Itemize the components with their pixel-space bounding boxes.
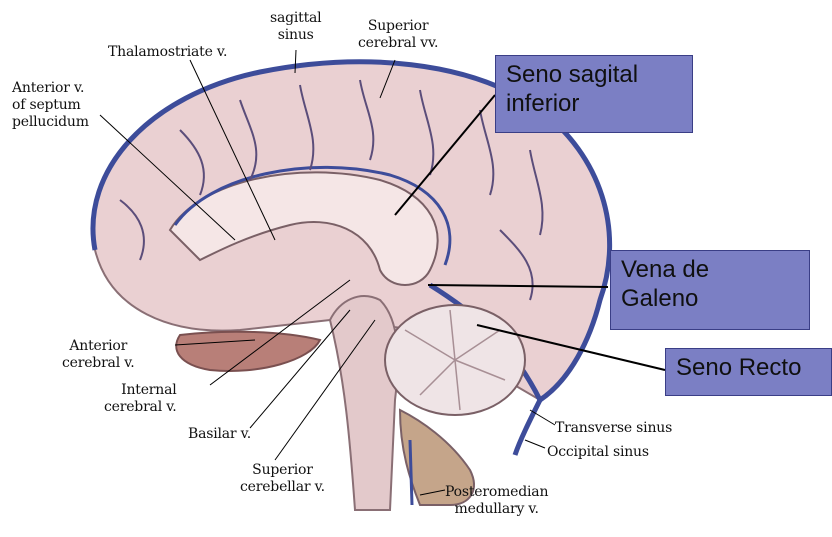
label-thalamostriate-v: Thalamostriate v. (108, 44, 227, 61)
label-superior-cerebral-vv: Superior cerebral vv. (358, 18, 438, 52)
label-occipital-sinus: Occipital sinus (547, 444, 649, 461)
label-sagittal-sinus: sagittal sinus (270, 10, 321, 44)
label-basilar-v: Basilar v. (188, 426, 251, 443)
label-posteromedian-medullary-v: Posteromedian medullary v. (445, 484, 548, 518)
label-superior-cerebellar-v: Superior cerebellar v. (240, 462, 325, 496)
callout-vena-de-galeno: Vena de Galeno (610, 250, 810, 330)
label-transverse-sinus: Transverse sinus (555, 420, 672, 437)
label-anterior-cerebral-v: Anterior cerebral v. (62, 338, 135, 372)
callout-seno-sagital-inferior: Seno sagital inferior (495, 55, 693, 133)
transverse-sinus (515, 400, 540, 455)
temporal-region (176, 332, 320, 371)
label-internal-cerebral-v: Internal cerebral v. (104, 382, 177, 416)
callout-seno-recto: Seno Recto (665, 348, 832, 396)
posteromedian-vein (410, 440, 412, 505)
label-anterior-v-septum: Anterior v. of septum pellucidum (12, 80, 89, 131)
brainstem (330, 296, 398, 510)
